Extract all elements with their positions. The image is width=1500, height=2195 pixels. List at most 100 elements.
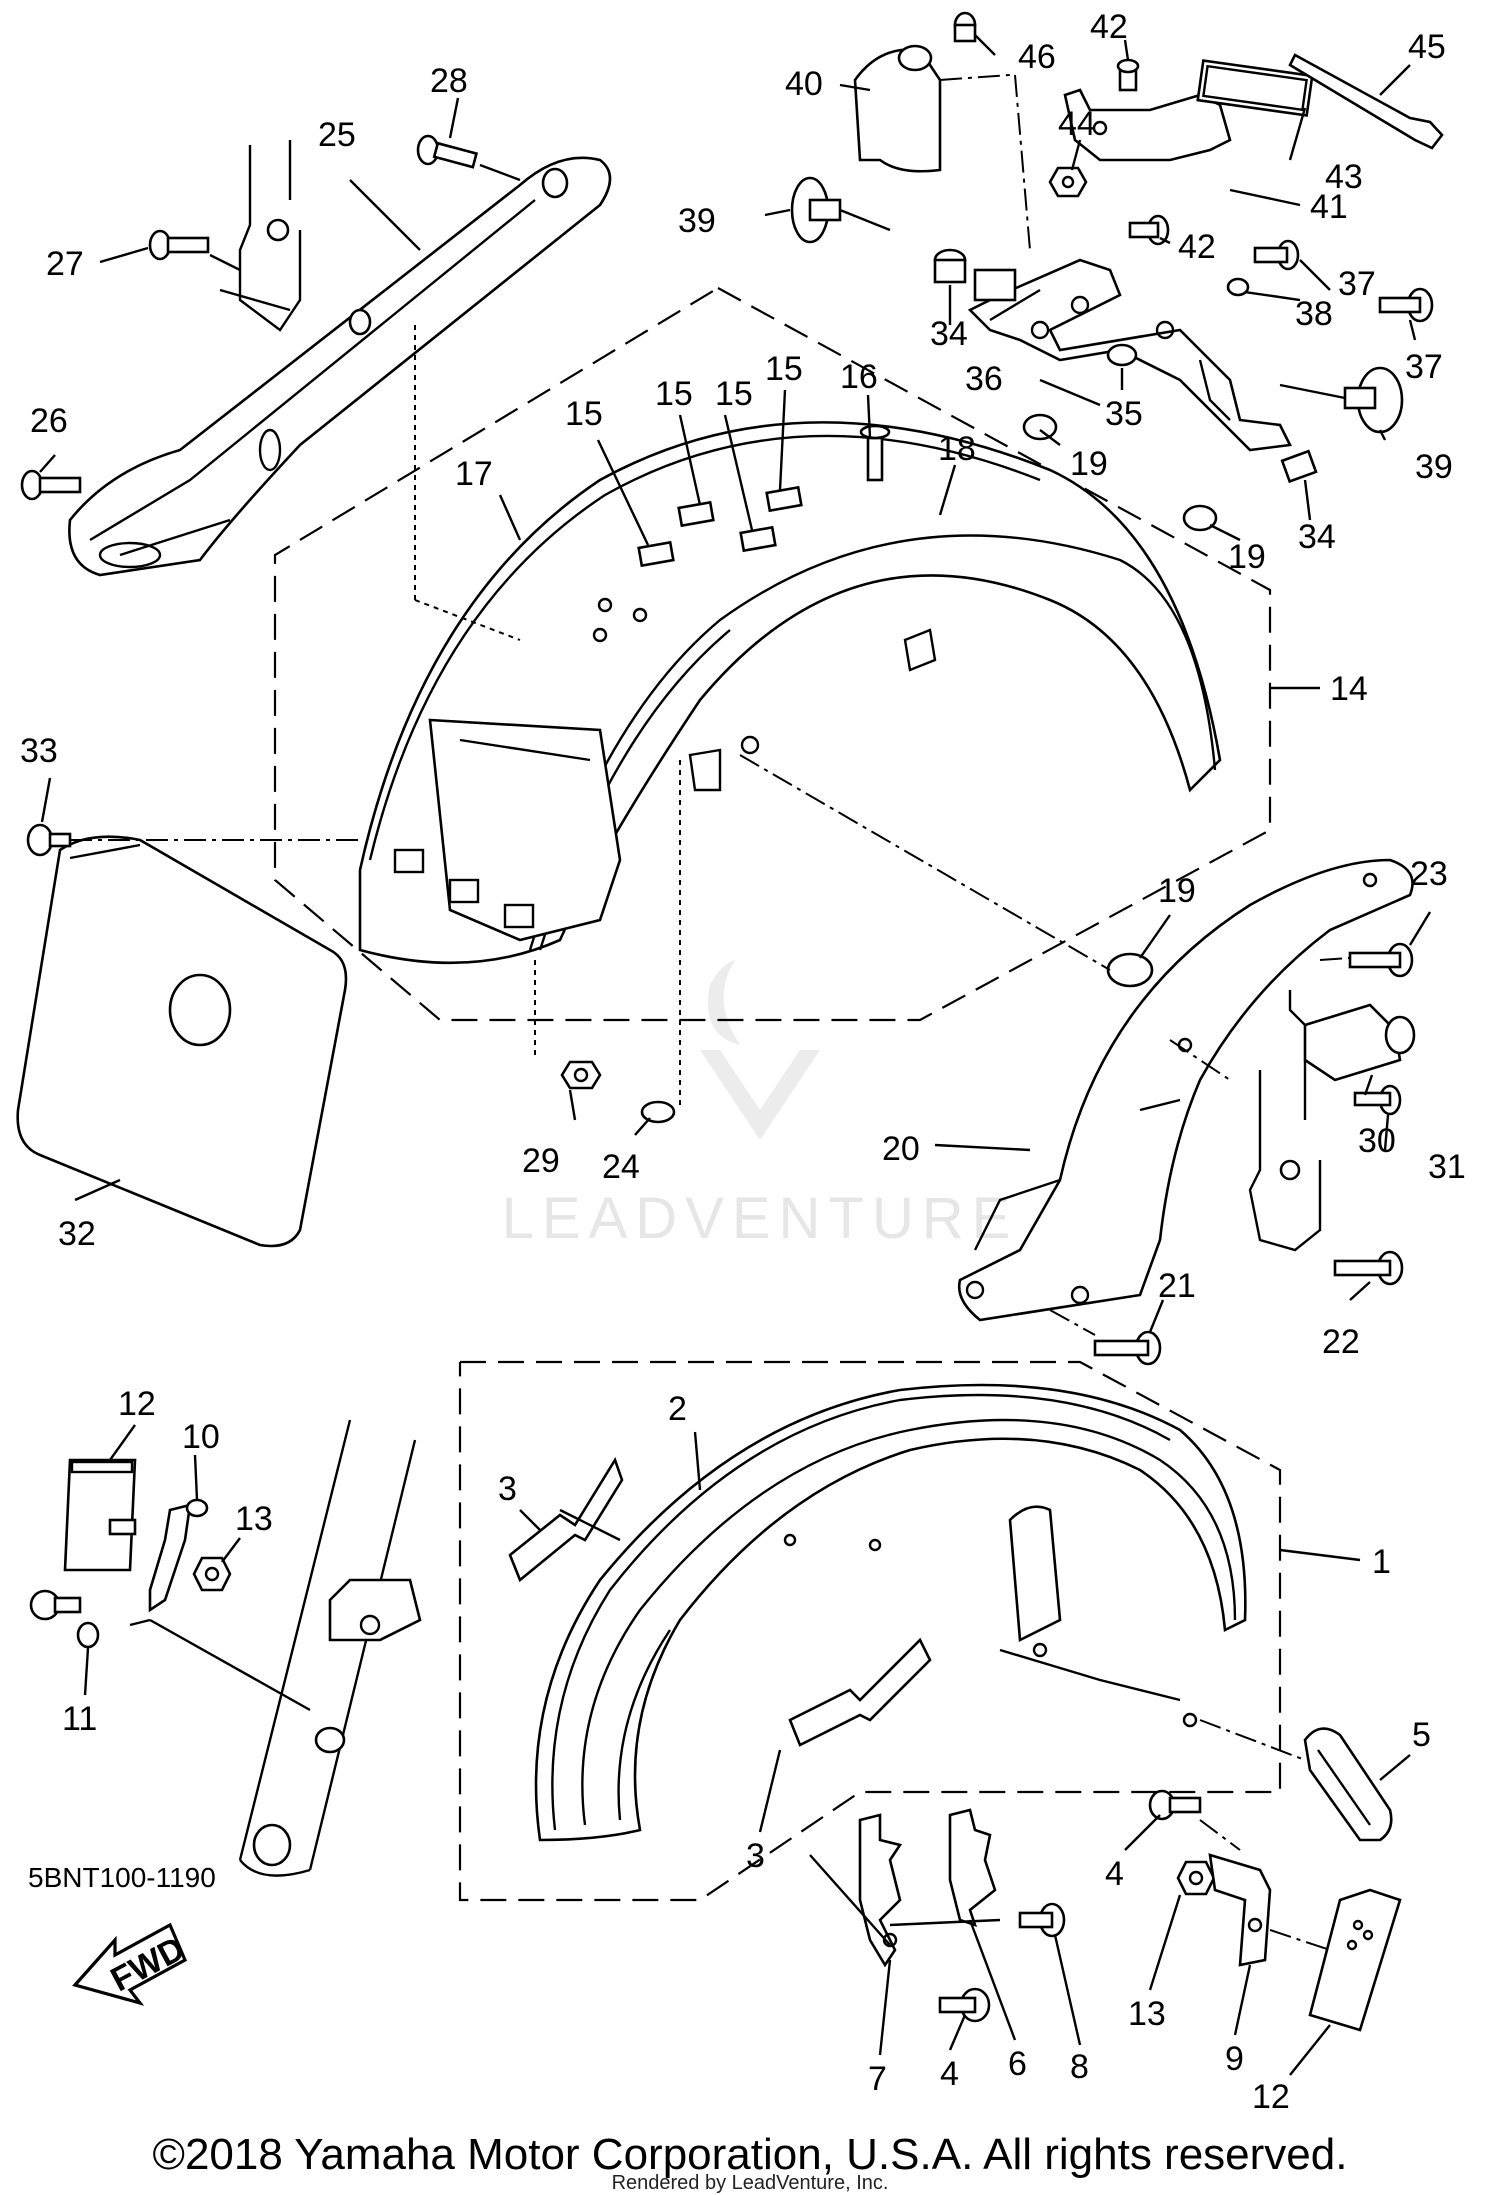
fwd-arrow-icon: FWD xyxy=(72,1922,191,2006)
callout-42-a: 42 xyxy=(1090,8,1128,46)
front-fender-2 xyxy=(534,1383,1247,1842)
damper-19-c xyxy=(1106,952,1154,988)
callout-13-a: 13 xyxy=(235,1500,273,1538)
nut-13-b xyxy=(1176,1860,1216,1896)
callout-23: 23 xyxy=(1410,855,1448,893)
side-cover-32 xyxy=(16,835,348,1248)
screw-37-b xyxy=(1378,287,1434,323)
bolt-27 xyxy=(148,229,210,261)
washer-11 xyxy=(76,1621,100,1649)
bolt-28 xyxy=(416,134,479,169)
bolt-left-upper xyxy=(108,1518,137,1536)
callout-44: 44 xyxy=(1058,105,1096,143)
grommet-34-a xyxy=(933,248,967,284)
washer-24 xyxy=(640,1100,676,1124)
callout-36: 36 xyxy=(965,360,1003,398)
callout-16: 16 xyxy=(840,358,878,396)
callout-25: 25 xyxy=(318,116,356,154)
callout-37-b: 37 xyxy=(1405,348,1443,386)
callout-10: 10 xyxy=(182,1418,220,1456)
frame-bracket-left xyxy=(238,140,302,332)
bolt-8 xyxy=(1018,1902,1066,1938)
screw-37-a xyxy=(1253,239,1300,271)
damper-19-b xyxy=(1182,504,1218,532)
callout-24: 24 xyxy=(602,1148,640,1186)
leader-lines xyxy=(39,34,1432,2076)
callouts: 1 2 3 3 4 4 5 6 7 8 9 10 11 12 12 13 13 … xyxy=(20,8,1466,2116)
callout-38: 38 xyxy=(1295,295,1333,333)
callout-14: 14 xyxy=(1330,670,1368,708)
callout-42-b: 42 xyxy=(1178,228,1216,266)
bracket-7 xyxy=(858,1813,903,1968)
reflector-5 xyxy=(1303,1727,1393,1842)
bracket-10 xyxy=(148,1498,209,1613)
sticker-15-group xyxy=(637,485,803,568)
group-1-boundary xyxy=(458,1360,1282,1902)
bracket-40 xyxy=(853,44,942,173)
cap-46 xyxy=(953,11,977,43)
callout-32: 32 xyxy=(58,1215,96,1253)
copyright-text: ©2018 Yamaha Motor Corporation, U.S.A. A… xyxy=(152,2130,1348,2179)
callout-30: 30 xyxy=(1358,1122,1396,1160)
plate-41 xyxy=(1063,88,1232,162)
callout-15-d: 15 xyxy=(765,350,803,388)
bolt-4-b xyxy=(938,1987,991,2023)
reflector-12-a xyxy=(63,1458,137,1572)
callout-46: 46 xyxy=(1018,38,1056,76)
callout-29: 29 xyxy=(522,1142,560,1180)
rear-fender-17 xyxy=(358,421,1222,965)
damper-39-b xyxy=(1343,366,1404,434)
callout-39-a: 39 xyxy=(678,202,716,240)
grommet-34-b xyxy=(1280,449,1318,484)
callout-3-b: 3 xyxy=(746,1837,765,1875)
strap-45 xyxy=(1288,53,1444,150)
screw-42-a xyxy=(1116,58,1140,92)
nut-13-a xyxy=(192,1556,232,1592)
callout-34-a: 34 xyxy=(930,315,968,353)
callout-21: 21 xyxy=(1158,1267,1196,1305)
bracket-6 xyxy=(948,1808,997,1928)
callout-20: 20 xyxy=(882,1130,920,1168)
callout-34-b: 34 xyxy=(1298,518,1336,556)
callout-15-b: 15 xyxy=(655,375,693,413)
diagram-code: 5BNT100-1190 xyxy=(28,1862,216,1893)
watermark-text: LEADVENTURE xyxy=(502,1186,1019,1251)
callout-11: 11 xyxy=(62,1700,97,1738)
callout-35: 35 xyxy=(1105,395,1143,433)
bolt-26 xyxy=(20,469,82,501)
callout-6: 6 xyxy=(1008,2045,1027,2083)
callout-17: 17 xyxy=(455,455,493,493)
callout-15-c: 15 xyxy=(715,375,753,413)
screw-31 xyxy=(1353,1084,1402,1116)
bolt-22 xyxy=(1333,1250,1404,1286)
callout-26: 26 xyxy=(30,402,68,440)
fender-stay-25 xyxy=(68,156,612,577)
callout-39-b: 39 xyxy=(1415,448,1453,486)
callout-18: 18 xyxy=(938,430,976,468)
bolt-21 xyxy=(1093,1330,1162,1366)
bolt-4-a xyxy=(1148,1789,1202,1821)
callout-41: 41 xyxy=(1310,188,1348,226)
rendered-by-text: Rendered by LeadVenture, Inc. xyxy=(611,2172,889,2194)
callout-31: 31 xyxy=(1428,1148,1466,1186)
bracket-9 xyxy=(1208,1853,1272,1967)
callout-9: 9 xyxy=(1225,2040,1244,2078)
decal-3-a xyxy=(508,1456,624,1583)
damper-19-a xyxy=(1022,413,1058,441)
callout-1: 1 xyxy=(1372,1543,1391,1581)
callout-3-a: 3 xyxy=(498,1470,517,1508)
reflector-30 xyxy=(1303,1003,1416,1082)
callout-8: 8 xyxy=(1070,2048,1089,2086)
frame-bracket-right xyxy=(1248,1060,1322,1252)
callout-12-a: 12 xyxy=(118,1385,156,1423)
fender-stay-20 xyxy=(957,858,1414,1322)
callout-5: 5 xyxy=(1412,1716,1431,1754)
callout-22: 22 xyxy=(1322,1323,1360,1361)
callout-43: 43 xyxy=(1325,158,1363,196)
callout-4-b: 4 xyxy=(940,2055,959,2093)
reflector-12-b xyxy=(1308,1888,1402,2032)
nut-29 xyxy=(560,1060,602,1090)
callout-12-b: 12 xyxy=(1252,2078,1290,2116)
callout-19-c: 19 xyxy=(1158,872,1196,910)
